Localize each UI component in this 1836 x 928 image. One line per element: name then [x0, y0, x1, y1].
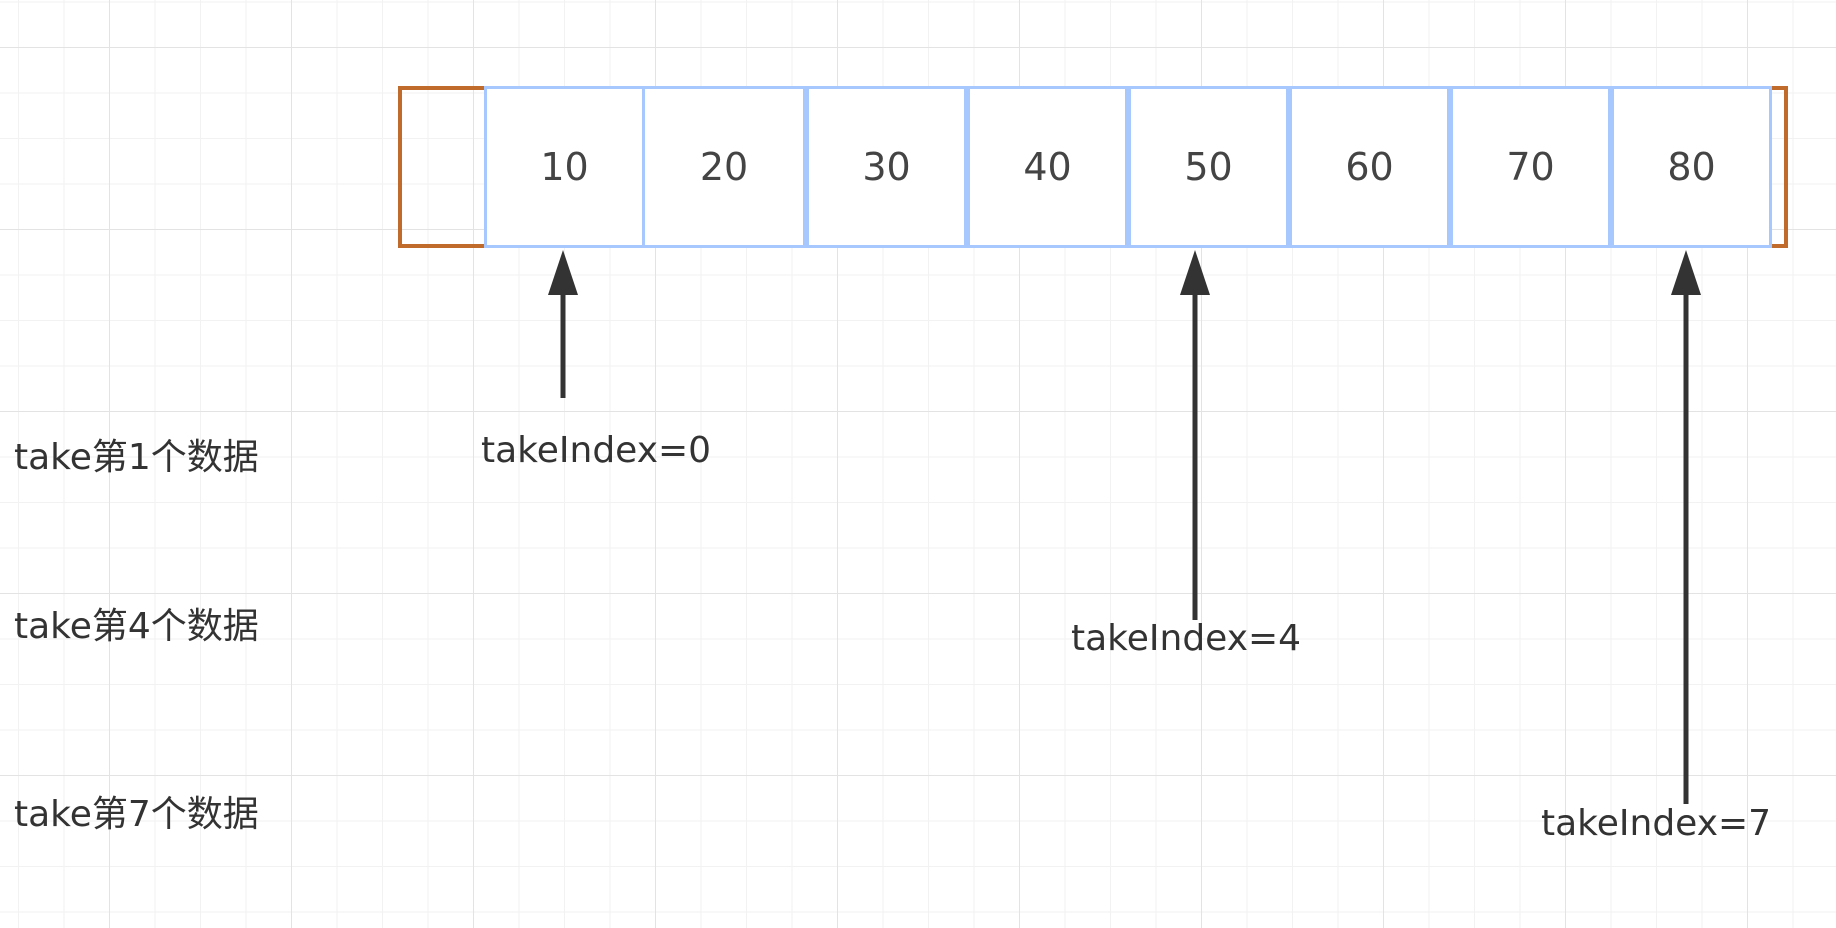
array-cells: 10 20 30 40 50 60 70 80	[484, 86, 1772, 248]
take-index-label-0: takeIndex=0	[481, 430, 712, 471]
step-label-take-4: take第4个数据	[14, 606, 259, 647]
take-index-7-arrow	[1671, 250, 1701, 804]
cell-value: 40	[1023, 145, 1072, 189]
take-index-label-4: takeIndex=4	[1071, 618, 1302, 659]
cell-value: 50	[1184, 145, 1233, 189]
step-label-take-1: take第1个数据	[14, 437, 259, 478]
cell-value: 20	[699, 145, 749, 189]
cell-value: 80	[1667, 145, 1716, 189]
array-cell: 20	[645, 86, 806, 248]
array-cell: 50	[1128, 86, 1289, 248]
array-cell: 60	[1289, 86, 1450, 248]
array-cell: 10	[484, 86, 645, 248]
take-index-4-arrow	[1180, 250, 1210, 620]
array-cell: 70	[1450, 86, 1611, 248]
array-cell: 80	[1611, 86, 1772, 248]
array-cell: 30	[806, 86, 967, 248]
step-label-take-7: take第7个数据	[14, 794, 259, 835]
cell-value: 60	[1345, 145, 1394, 189]
take-index-0-arrow	[548, 250, 578, 398]
cell-value: 30	[862, 145, 911, 189]
cell-value: 10	[540, 145, 589, 189]
cell-value: 70	[1506, 145, 1555, 189]
take-index-label-7: takeIndex=7	[1541, 803, 1772, 844]
array-cell: 40	[967, 86, 1128, 248]
